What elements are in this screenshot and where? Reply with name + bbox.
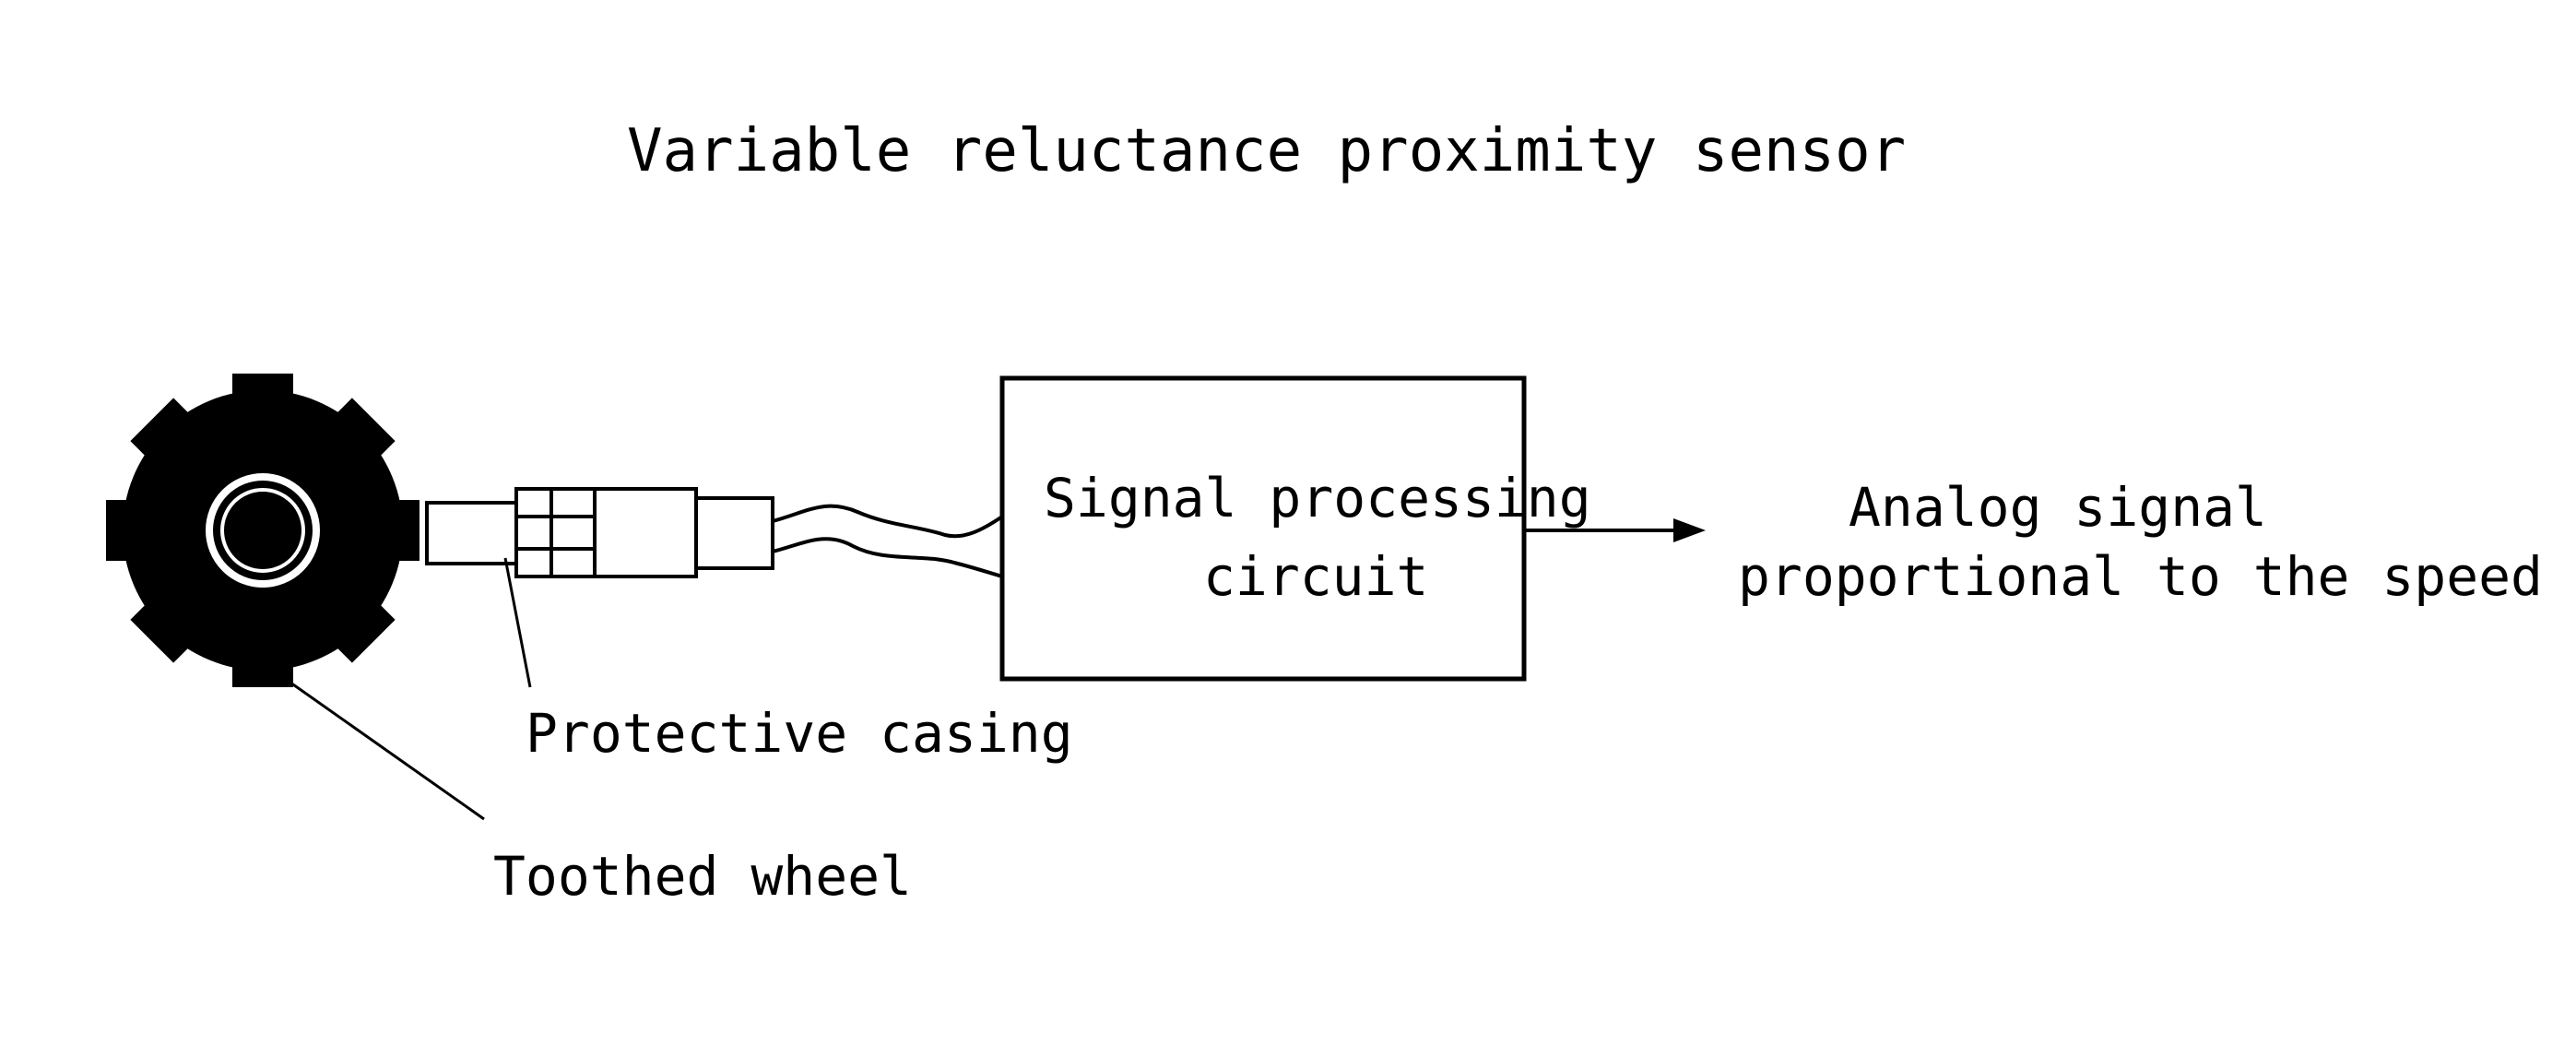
casing-callout-line [503,557,532,688]
toothed-wheel [106,374,419,687]
arrowhead-icon [1673,518,1706,542]
sensor-probe [425,487,774,578]
box-label-line-1: Signal processing [1044,467,1591,529]
probe-body [593,487,698,578]
wheel-hub [220,488,305,573]
probe-end [694,496,774,570]
diagram-title: Variable reluctance proximity sensor [627,117,1906,185]
wire-bottom [772,537,1003,578]
casing-label: Protective casing [526,702,1073,765]
sensor-wires [772,504,1004,578]
probe-tip [425,501,526,565]
wheel-hub-ring [206,473,320,588]
output-label-line-1: Analog signal [1849,476,2267,539]
box-label-line-2: circuit [1203,545,1428,608]
wheel-body [123,390,403,671]
output-arrow [1524,518,1706,542]
output-label-line-2: proportional to the speed [1738,545,2543,608]
wheel-callout-line [290,681,485,821]
wheel-label: Toothed wheel [493,845,912,908]
probe-nut [514,487,597,578]
signal-processing-box [999,375,1527,682]
wire-top [772,504,1004,539]
